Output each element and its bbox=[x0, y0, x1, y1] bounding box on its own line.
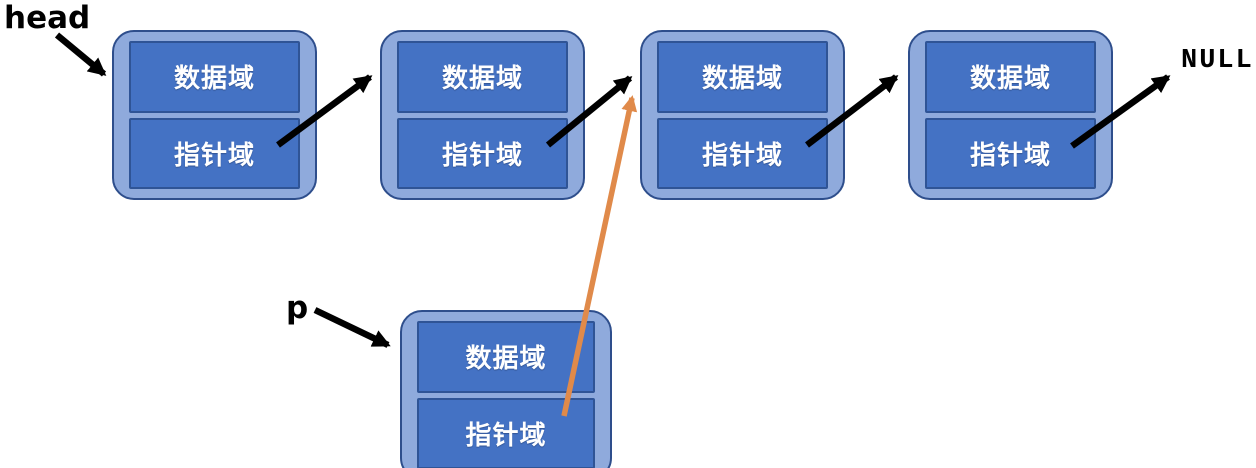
arrow-p-to-p-node bbox=[313, 307, 391, 348]
node-1-data-field: 数据域 bbox=[129, 41, 300, 113]
node-2-pointer-field: 指针域 bbox=[397, 117, 568, 189]
p-label: p bbox=[286, 290, 309, 326]
node-3-data-field: 数据域 bbox=[657, 41, 828, 113]
null-label: NULL bbox=[1181, 46, 1254, 76]
node-4-data-field: 数据域 bbox=[925, 41, 1096, 113]
node-3: 数据域 指针域 bbox=[640, 30, 845, 200]
node-1: 数据域 指针域 bbox=[112, 30, 317, 200]
node-3-pointer-field: 指针域 bbox=[657, 117, 828, 189]
arrow-head-to-node-1 bbox=[54, 32, 107, 77]
node-4: 数据域 指针域 bbox=[908, 30, 1113, 200]
node-4-pointer-field: 指针域 bbox=[925, 117, 1096, 189]
p-node: 数据域 指针域 bbox=[400, 310, 612, 468]
p-node-pointer-field: 指针域 bbox=[417, 397, 595, 468]
p-node-data-field: 数据域 bbox=[417, 321, 595, 393]
node-2: 数据域 指针域 bbox=[380, 30, 585, 200]
node-2-data-field: 数据域 bbox=[397, 41, 568, 113]
node-1-pointer-field: 指针域 bbox=[129, 117, 300, 189]
head-label: head bbox=[4, 0, 91, 36]
